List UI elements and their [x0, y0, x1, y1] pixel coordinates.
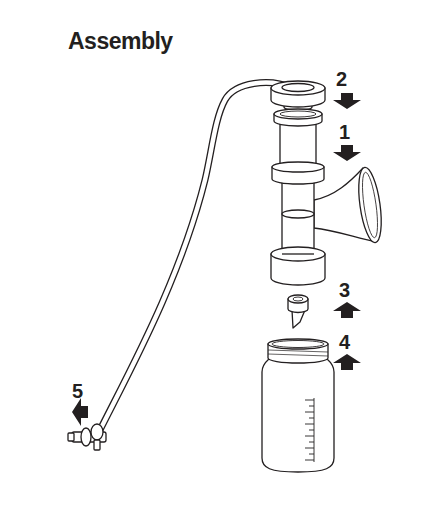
arrow-down — [333, 93, 361, 109]
callout-number: 2 — [336, 69, 347, 89]
graduation-marks — [305, 398, 314, 462]
arrow-up — [333, 354, 361, 370]
title: Assembly — [68, 30, 173, 53]
tube-connector — [68, 424, 106, 450]
callout-number: 1 — [339, 122, 350, 142]
cap — [271, 81, 325, 111]
arrow-up — [333, 302, 361, 318]
breast-shield — [314, 166, 385, 244]
callout-number: 3 — [339, 280, 350, 300]
pump-body — [271, 109, 325, 285]
bottle — [262, 339, 334, 472]
callout-number: 4 — [339, 332, 350, 352]
arrow-left — [72, 398, 88, 426]
callout-number: 5 — [72, 381, 83, 401]
arrow-down — [333, 145, 361, 161]
valve — [288, 295, 308, 328]
